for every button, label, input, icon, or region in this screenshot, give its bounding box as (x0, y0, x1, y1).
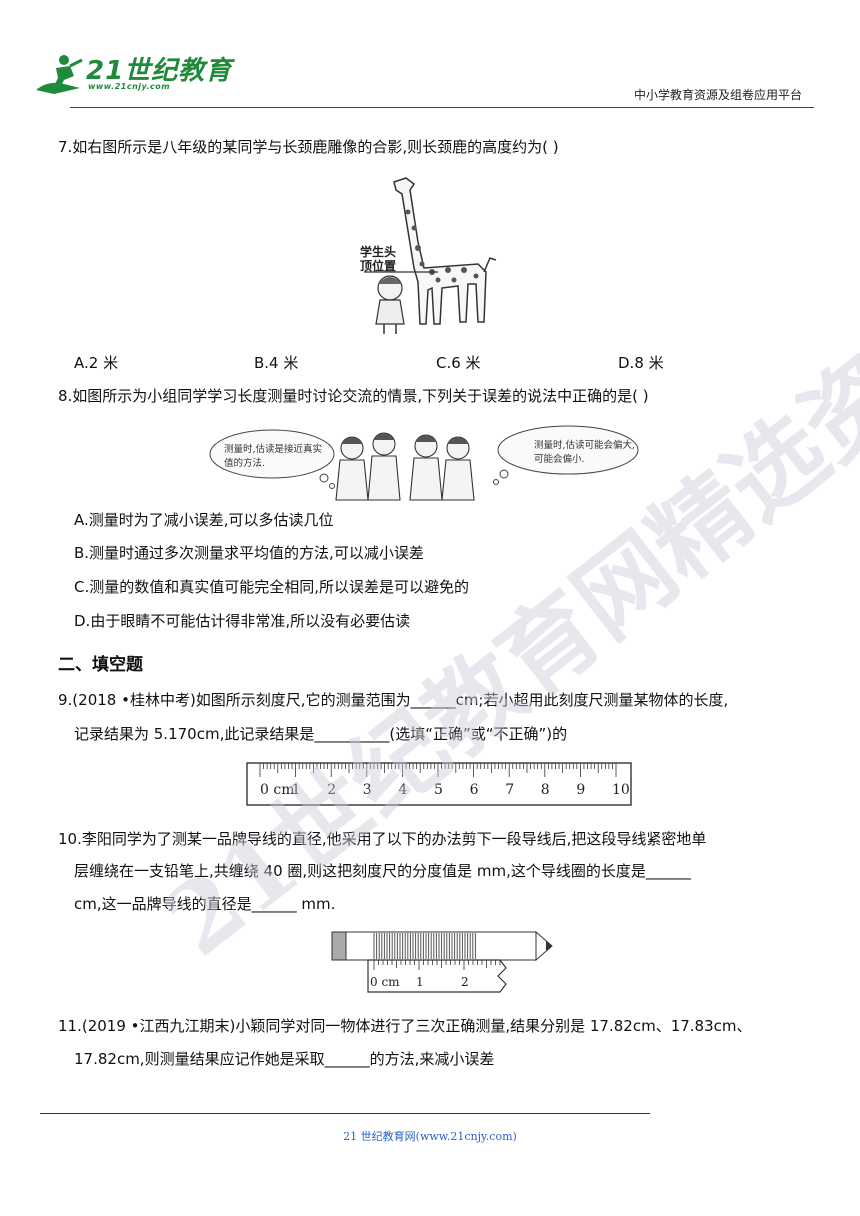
question-10-line-2: 层缠绕在一支铅笔上,共缠绕 40 圈,则这把刻度尺的分度值是 mm,这个导线圈的… (74, 862, 691, 880)
header-platform-text: 中小学教育资源及组卷应用平台 (633, 88, 802, 102)
bubble-left-line-1: 测量时,估读是接近真实 (224, 443, 322, 455)
q8-option-d: D.由于眼睛不可能估计得非常准,所以没有必要估读 (74, 612, 411, 630)
question-9-line-2: 记录结果为 5.170cm,此记录结果是__________(选填“正确”或“不… (74, 725, 568, 743)
ruler-label: 6 (470, 782, 479, 798)
figure-label-2: 顶位置 (360, 258, 396, 273)
ruler-label: 5 (434, 782, 443, 798)
q8-option-b: B.测量时通过多次测量求平均值的方法,可以减小误差 (74, 544, 424, 562)
footer-text: 21 世纪教育网(www.21cnjy.com) (343, 1130, 517, 1143)
question-10-line-1: 10.李阳同学为了测某一品牌导线的直径,他采用了以下的办法剪下一段导线后,把这段… (58, 830, 707, 848)
ruler-label: 3 (363, 782, 372, 798)
bubble-right-line-1: 测量时,估读可能会偏大, (534, 439, 635, 451)
ruler-label: 9 (576, 782, 585, 798)
question-10-line-3: cm,这一品牌导线的直径是______ mm. (74, 895, 336, 913)
figure-label-1: 学生头 (360, 244, 396, 259)
footer-divider (40, 1113, 650, 1114)
discussion-figure: 测量时,估读是接近真实 值的方法. 测量时,估读可能会偏大, 可能会偏小. (209, 425, 639, 501)
bubble-left-line-2: 值的方法. (224, 457, 265, 469)
question-11-line-2: 17.82cm,则测量结果应记作她是采取______的方法,来减小误差 (74, 1050, 495, 1068)
ruler-label: 0 cm (260, 782, 294, 798)
ruler-label: 2 (461, 975, 469, 989)
q7-option-a: A.2 米 (74, 354, 119, 372)
q8-option-a: A.测量时为了减小误差,可以多估读几位 (74, 511, 334, 529)
ruler-label: 2 (327, 782, 336, 798)
ruler-figure-q9: 0 cm1 2 3 4 5 6 7 8 9 10 (246, 762, 632, 806)
logo-url: www.21cnjy.com (88, 82, 171, 91)
question-8-text: 8.如图所示为小组同学学习长度测量时讨论交流的情景,下列关于误差的说法中正确的是… (58, 387, 649, 405)
giraffe-figure: 学生头 顶位置 (360, 177, 497, 334)
header-divider (70, 107, 814, 108)
ruler-label: 1 (292, 782, 301, 798)
q7-option-d: D.8 米 (618, 354, 664, 372)
ruler-label: 1 (416, 975, 424, 989)
logo-icon (36, 55, 83, 94)
ruler-label: 0 cm (370, 975, 400, 989)
ruler-label: 8 (541, 782, 550, 798)
q7-option-b: B.4 米 (254, 354, 299, 372)
ruler-label: 7 (505, 782, 514, 798)
question-11-line-1: 11.(2019 •江西九江期末)小颖同学对同一物体进行了三次正确测量,结果分别… (58, 1017, 752, 1035)
question-9-line-1: 9.(2018 •桂林中考)如图所示刻度尺,它的测量范围为______cm;若小… (58, 691, 729, 709)
pencil-ruler-figure-q10: 0 cm 1 2 (331, 930, 553, 993)
bubble-right-line-2: 可能会偏小. (534, 453, 585, 465)
section-title: 二、填空题 (58, 655, 143, 675)
ruler-label: 10 (612, 782, 630, 798)
q8-option-c: C.测量的数值和真实值可能完全相同,所以误差是可以避免的 (74, 578, 470, 596)
question-7-text: 7.如右图所示是八年级的某同学与长颈鹿雕像的合影,则长颈鹿的高度约为( ) (58, 138, 559, 156)
q7-option-c: C.6 米 (436, 354, 481, 372)
logo-name: 21世纪教育 (86, 56, 233, 86)
ruler-label: 4 (398, 782, 407, 798)
